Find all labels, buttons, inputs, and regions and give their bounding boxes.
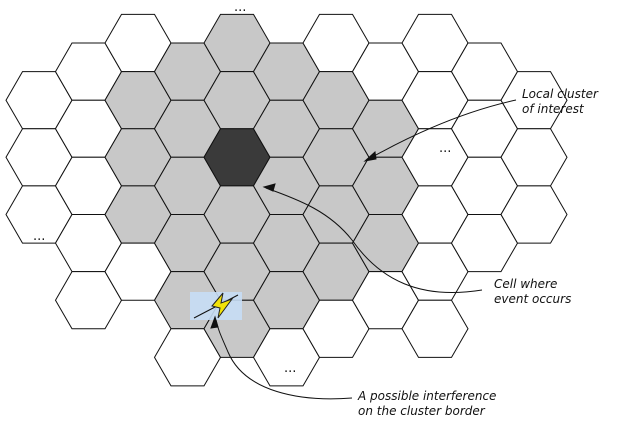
interference-arrow [215, 319, 353, 400]
cluster-arrow [366, 99, 517, 161]
hex-cell [500, 185, 568, 244]
cluster-arrowhead [363, 151, 377, 162]
interference-arrowhead [210, 315, 219, 329]
label-cluster-line1: Local cluster [522, 87, 599, 101]
event-arrow [265, 187, 483, 294]
label-event-line2: event occurs [494, 292, 571, 306]
ellipsis-top: ... [234, 0, 246, 15]
label-event-line1: Cell where [494, 277, 557, 291]
event-arrowhead [262, 183, 276, 192]
callout-arrows [210, 99, 517, 400]
interference-marker [190, 292, 242, 320]
label-interference-line1: A possible interference [357, 389, 496, 403]
lightning-bolt-icon [193, 292, 239, 319]
label-interference-line2: on the cluster border [358, 404, 486, 418]
label-cluster-line2: of interest [522, 102, 585, 116]
ellipsis-left: ... [33, 229, 45, 244]
ellipsis-bottom: ... [284, 361, 296, 376]
ellipsis-right: ... [439, 141, 451, 156]
hex-cell [401, 299, 469, 358]
hex-grid [5, 13, 568, 387]
